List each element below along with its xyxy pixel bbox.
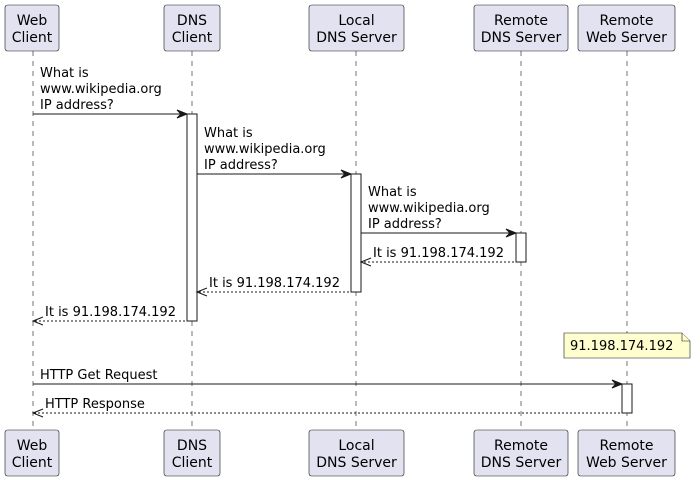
participant-box [4, 4, 60, 52]
message-label: www.wikipedia.org [204, 142, 326, 157]
participant-box [163, 4, 221, 52]
participant-label: DNS [177, 13, 207, 29]
participant-label: DNS Server [481, 455, 562, 471]
note: 91.198.174.192 [563, 332, 691, 359]
participant-label: Client [172, 30, 213, 46]
arrow-head [31, 316, 44, 326]
participant-box [4, 429, 60, 477]
message-label: www.wikipedia.org [368, 201, 490, 216]
note-text: 91.198.174.192 [570, 339, 673, 354]
participant-label: Local [338, 13, 374, 29]
participant-box [577, 429, 676, 477]
activation-bar [350, 173, 362, 293]
participant-label: Remote [599, 13, 653, 29]
message-label: It is 91.198.174.192 [373, 246, 504, 261]
message-label: www.wikipedia.org [40, 82, 162, 97]
participant-label: Remote [599, 438, 653, 454]
participant-label: Web [17, 13, 48, 29]
message-label: What is [40, 66, 89, 81]
message: It is 91.198.174.192 [359, 246, 526, 267]
message-label: HTTP Get Request [40, 368, 158, 383]
activation-bar [621, 383, 633, 414]
participant-label: Client [12, 30, 53, 46]
message-label: What is [204, 126, 253, 141]
participant-label: DNS Server [316, 455, 397, 471]
message-label: IP address? [368, 217, 442, 232]
arrow-head [195, 287, 208, 297]
participant-box [308, 4, 405, 52]
participant-label: Client [12, 455, 53, 471]
arrow-head [31, 408, 44, 418]
activation-bar [515, 232, 527, 263]
participant-label: DNS Server [481, 30, 562, 46]
note-fold [681, 333, 690, 342]
participant-box [473, 429, 569, 477]
message: HTTP Get Request [33, 368, 624, 389]
arrow-head [176, 109, 189, 119]
message-label: HTTP Response [45, 397, 145, 412]
arrow-head [359, 257, 372, 267]
note-box [563, 332, 691, 359]
participant-label: Web Server [586, 455, 667, 471]
message-label: IP address? [40, 98, 114, 113]
participant-label: Web Server [586, 30, 667, 46]
participant-label: Remote [494, 438, 548, 454]
arrow-head [340, 169, 353, 179]
message-label: IP address? [204, 158, 278, 173]
message: It is 91.198.174.192 [195, 276, 361, 297]
message-label: It is 91.198.174.192 [209, 276, 340, 291]
message: HTTP Response [31, 397, 632, 418]
participant-label: Local [338, 438, 374, 454]
participant-box [473, 4, 569, 52]
activation-bar [186, 113, 198, 322]
arrow-head [611, 379, 624, 389]
message-label: It is 91.198.174.192 [45, 305, 176, 320]
message-label: What is [368, 185, 417, 200]
message: It is 91.198.174.192 [31, 305, 197, 326]
arrow-head [505, 228, 518, 238]
participant-label: Web [17, 438, 48, 454]
participant-label: DNS [177, 438, 207, 454]
participant-box [577, 4, 676, 52]
participant-label: Client [172, 455, 213, 471]
participant-label: Remote [494, 13, 548, 29]
participant-label: DNS Server [316, 30, 397, 46]
participant-box [308, 429, 405, 477]
participant-box [163, 429, 221, 477]
